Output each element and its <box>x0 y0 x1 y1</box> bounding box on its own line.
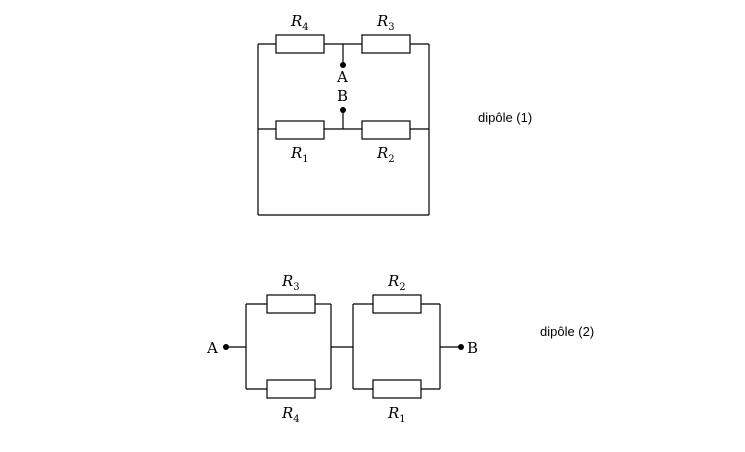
d2-label-right-bottom: R1 <box>387 404 406 425</box>
d2-resistor-right-bottom <box>372 379 422 399</box>
d1-terminal-b-label: B <box>337 87 348 105</box>
d2-terminal-b-label: B <box>467 339 478 357</box>
d1-resistor-bottom-left <box>275 120 325 140</box>
d2-terminal-a-label: A <box>206 339 218 357</box>
d2-label-left-bottom: R4 <box>281 404 300 425</box>
d1-label-top-right: R3 <box>376 12 395 33</box>
d1-resistor-top-right <box>361 34 411 54</box>
d2-caption: dipôle (2) <box>540 324 594 339</box>
d1-caption: dipôle (1) <box>478 110 532 125</box>
d2-label-right-top: R2 <box>387 272 406 293</box>
d1-terminal-a-dot <box>340 62 346 68</box>
d1-terminal-a-label: A <box>336 68 348 86</box>
d2-resistor-right-top <box>372 294 422 314</box>
dipole-1: R4 R3 R1 R2 A B dipôle (1) <box>257 12 532 216</box>
d2-resistor-left-top <box>266 294 316 314</box>
d1-label-bottom-right: R2 <box>376 144 395 165</box>
d1-resistor-bottom-right <box>361 120 411 140</box>
d2-label-left-top: R3 <box>281 272 300 293</box>
d1-label-top-left: R4 <box>290 12 309 33</box>
d1-resistor-top-left <box>275 34 325 54</box>
d2-terminal-a-dot <box>223 344 229 350</box>
d2-resistor-left-bottom <box>266 379 316 399</box>
d2-terminal-b-dot <box>458 344 464 350</box>
d1-terminal-b-dot <box>340 107 346 113</box>
d1-label-bottom-left: R1 <box>290 144 309 165</box>
dipole-2: R3 R4 R2 R1 A B dipôle (2) <box>206 272 594 425</box>
